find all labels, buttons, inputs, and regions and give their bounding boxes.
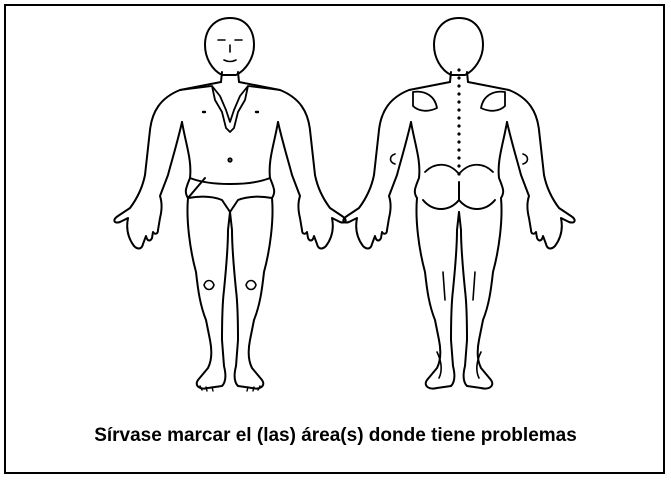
front-torso[interactable] xyxy=(182,122,278,198)
front-face xyxy=(218,40,242,62)
back-left-leg[interactable] xyxy=(416,198,459,389)
front-left-leg[interactable] xyxy=(187,198,230,389)
front-navel xyxy=(228,158,231,161)
body-chart[interactable] xyxy=(0,0,671,405)
back-head[interactable] xyxy=(434,18,483,75)
front-knees xyxy=(204,281,256,290)
front-right-leg[interactable] xyxy=(230,198,273,389)
back-body-figure[interactable] xyxy=(343,18,574,389)
front-body-figure[interactable] xyxy=(114,18,345,391)
back-buttocks[interactable] xyxy=(423,182,495,209)
front-chest-marking xyxy=(180,86,280,132)
back-right-leg[interactable] xyxy=(459,198,502,389)
back-heels xyxy=(437,272,481,378)
front-right-arm[interactable] xyxy=(239,82,346,248)
front-neck[interactable] xyxy=(221,72,239,82)
front-left-arm[interactable] xyxy=(114,82,221,248)
instruction-caption: Sírvase marcar el (las) área(s) donde ti… xyxy=(0,425,671,447)
back-spine xyxy=(457,68,460,175)
